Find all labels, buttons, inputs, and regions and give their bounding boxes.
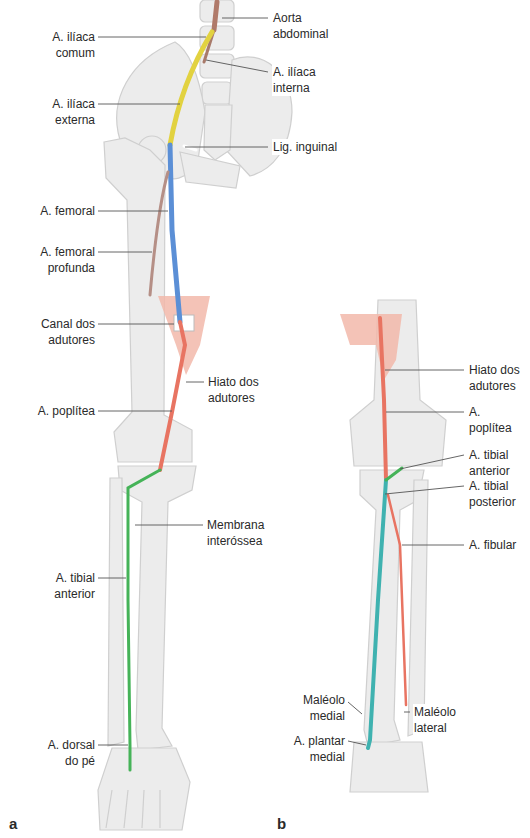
artery-label: A. tibial anterior bbox=[468, 447, 526, 479]
artery-label: A. femoral profunda bbox=[34, 244, 96, 276]
artery-label: Maléolo medial bbox=[288, 692, 346, 724]
artery-label: A. fibular bbox=[468, 537, 526, 553]
artery-label: Aorta abdominal bbox=[272, 10, 342, 42]
panel-letter: a bbox=[8, 816, 28, 832]
artery-label: Maléolo lateral bbox=[413, 704, 473, 736]
artery-label: A. poplítea bbox=[20, 403, 96, 419]
artery-label: A. ilíaca externa bbox=[40, 96, 96, 128]
artery-label: A. tibial posterior bbox=[468, 478, 526, 510]
artery-label: Lig. inguinal bbox=[272, 139, 362, 155]
leader-lines bbox=[98, 18, 464, 745]
artery-label: A. femoral bbox=[20, 203, 96, 219]
bones bbox=[98, 0, 446, 830]
artery-label: A. poplítea bbox=[468, 404, 526, 436]
artery-label: A. tibial anterior bbox=[34, 570, 96, 602]
artery-label: Hiato dos adutores bbox=[468, 362, 526, 394]
arteries bbox=[128, 2, 406, 770]
artery-label: Canal dos adutores bbox=[24, 316, 96, 348]
artery-label: Membrana interóssea bbox=[206, 517, 282, 549]
artery-label: A. dorsal do pé bbox=[38, 737, 96, 769]
artery-label: Hiato dos adutores bbox=[207, 374, 271, 406]
artery-label: A. ilíaca comum bbox=[40, 29, 96, 61]
panel-letter: b bbox=[276, 816, 296, 832]
artery-label: A. plantar medial bbox=[284, 733, 346, 765]
artery-label: A. ilíaca interna bbox=[272, 64, 334, 96]
